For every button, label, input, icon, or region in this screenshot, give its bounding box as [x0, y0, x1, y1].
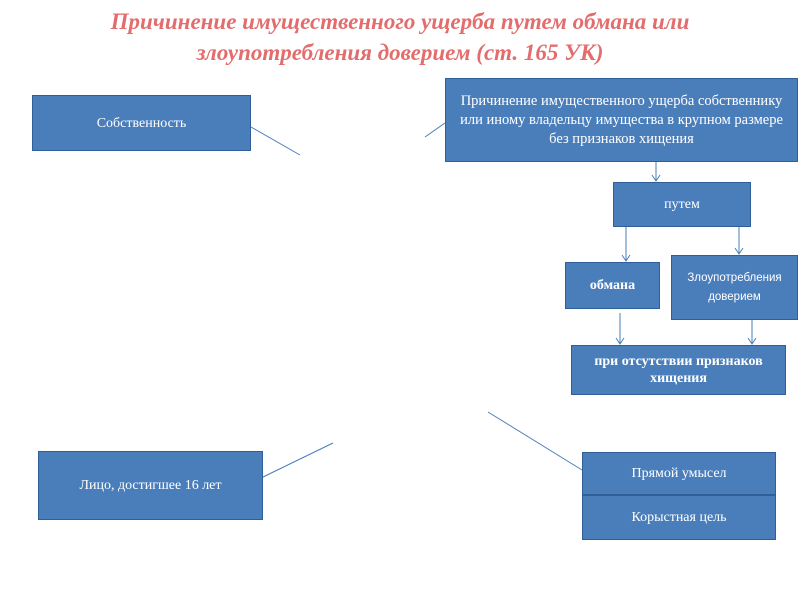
arrow-deception-to-no-theft [615, 313, 625, 345]
box-objective-side: Причинение имущественного ущерба собстве… [445, 78, 798, 162]
title-line-1: Причинение имущественного ущерба путем о… [110, 9, 690, 34]
title-line-2: злоупотребления доверием (ст. 165 УК) [196, 40, 604, 65]
box-no-theft: при отсутствии признаков хищения [571, 345, 786, 395]
arrow-by-means-to-abuse [734, 227, 744, 255]
box-deception: обмана [565, 262, 660, 309]
box-subject: Лицо, достигшее 16 лет [38, 451, 263, 520]
connector-object [250, 126, 301, 156]
arrow-by-means-to-deception [621, 227, 631, 262]
box-abuse-of-trust: Злоупотребления доверием [671, 255, 798, 320]
slide-title: Причинение имущественного ущерба путем о… [0, 6, 800, 68]
box-object: Собственность [32, 95, 251, 151]
connector-subject [262, 442, 334, 478]
arrow-abuse-to-no-theft [747, 320, 757, 345]
box-direct-intent: Прямой умысел [582, 452, 776, 495]
box-by-means: путем [613, 182, 751, 227]
connector-subjective [487, 411, 583, 471]
box-mercenary-purpose: Корыстная цель [582, 495, 776, 540]
arrow-objective-to-by-means [651, 162, 661, 182]
connector-objective [424, 122, 446, 138]
